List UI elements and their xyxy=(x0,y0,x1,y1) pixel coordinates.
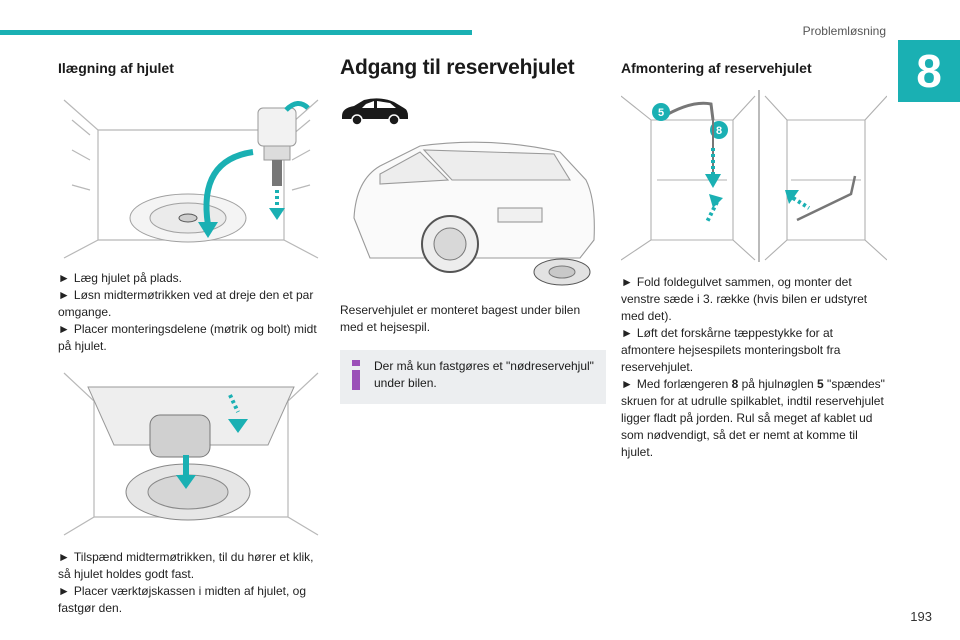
chapter-number-badge: 8 xyxy=(898,40,960,102)
heading-access-spare-wheel: Adgang til reservehjulet xyxy=(340,56,575,79)
step-unwind-cable: ►Med forlængeren 8 på hjulnøglen 5 "spæn… xyxy=(621,377,885,459)
page-number: 193 xyxy=(910,609,932,624)
info-note-text: Der må kun fastgøres et "nødreservehjul"… xyxy=(374,359,594,390)
step-fold-floor: ►Fold foldegulvet sammen, og monter det … xyxy=(621,275,868,323)
column-removing-spare-wheel: Afmontering af reservehjulet 5 8 ►Fold f… xyxy=(621,56,887,461)
step-place-mounting-parts: ►Placer monteringsdelene (møtrik og bolt… xyxy=(58,322,317,353)
step-tighten-nut: ►Tilspænd midtermøtrikken, til du hører … xyxy=(58,550,314,581)
illustration-wheel-in-boot-1 xyxy=(58,90,324,260)
step-place-wheel: ►Læg hjulet på plads. xyxy=(58,271,182,285)
column-fitting-wheel: Ilægning af hjulet ►Læg hjulet på plads.… xyxy=(58,56,324,617)
column-access-spare-wheel: Adgang til reservehjulet Reservehjulet e… xyxy=(340,56,606,404)
illustration-crank-winch: 5 8 xyxy=(621,90,887,262)
info-note: Der må kun fastgøres et "nødreservehjul"… xyxy=(340,350,606,404)
illustration-suv-spare-wheel xyxy=(340,140,606,290)
body-text-spare-location: Reservehjulet er monteret bagest under b… xyxy=(340,303,581,334)
header-accent-bar xyxy=(0,30,472,35)
section-title: Problemløsning xyxy=(802,24,886,38)
illustration-wheel-in-boot-2 xyxy=(58,367,324,537)
heading-fitting-wheel: Ilægning af hjulet xyxy=(58,60,174,76)
heading-removing-spare-wheel: Afmontering af reservehjulet xyxy=(621,60,812,76)
badge-5: 5 xyxy=(658,107,664,119)
step-place-toolbox: ►Placer værktøjskassen i midten af hjule… xyxy=(58,584,306,615)
badge-8: 8 xyxy=(716,125,722,137)
step-lift-carpet: ►Løft det forskårne tæppestykke for at a… xyxy=(621,326,841,374)
car-silhouette-icon xyxy=(340,96,410,126)
step-loosen-nut: ►Løsn midtermøtrikken ved at dreje den e… xyxy=(58,288,314,319)
info-icon xyxy=(352,360,360,390)
